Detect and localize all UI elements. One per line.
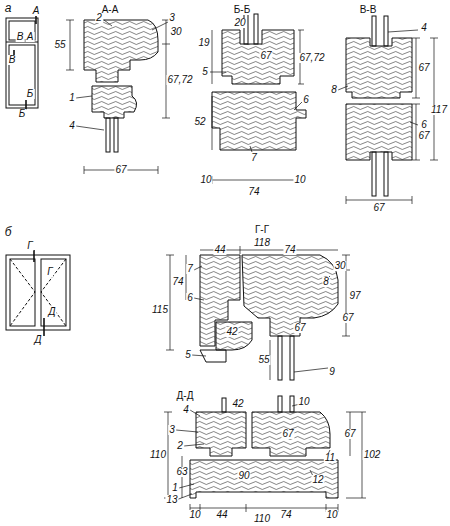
- callout-number: 7: [186, 264, 194, 274]
- dimension: 30: [333, 261, 346, 271]
- section-title: Г-Г: [254, 225, 270, 235]
- dimension: 52: [193, 117, 206, 127]
- dimension: 67: [417, 63, 430, 73]
- dimension: 74: [247, 187, 260, 197]
- callout-number: 3: [168, 425, 176, 435]
- dimension: 10: [297, 397, 310, 407]
- dimension: 74: [171, 277, 184, 287]
- dimension: 67: [114, 165, 127, 175]
- callout-number: 42: [225, 327, 238, 337]
- callout-number: 7: [250, 153, 258, 163]
- dimension: 10: [188, 510, 201, 520]
- dimension: 10: [199, 175, 212, 185]
- callout-number: 2: [95, 13, 103, 23]
- dimension: 19: [197, 38, 210, 48]
- callout-number: 9: [328, 367, 336, 377]
- callout-number: 1: [68, 93, 76, 103]
- dimension: 55: [53, 40, 66, 50]
- section-mark: Д: [47, 307, 56, 317]
- callout-number: 5: [201, 67, 209, 77]
- callout-number: 6: [186, 293, 194, 303]
- dimension: 67: [372, 203, 385, 213]
- callout-number: 3: [168, 13, 176, 23]
- callout-number: 90: [237, 471, 250, 481]
- callout-number: 4: [420, 23, 428, 33]
- dimension: 74: [283, 245, 296, 255]
- dimension: 20: [233, 18, 246, 28]
- dimension: 10: [293, 175, 306, 185]
- callout-number: 1: [171, 483, 179, 493]
- dimension: 44: [215, 510, 228, 520]
- callout-number: 6: [420, 120, 428, 130]
- callout-number: 5: [184, 350, 192, 360]
- callout-number: 13: [165, 495, 178, 505]
- dimension: 117: [430, 105, 448, 115]
- dimension: 67: [343, 429, 356, 439]
- callout-number: 4: [68, 121, 76, 131]
- dimension: 67,72: [298, 53, 325, 63]
- callout-number: 67: [259, 51, 272, 61]
- section-title: В-В: [359, 5, 378, 15]
- section-mark: В: [8, 55, 17, 65]
- dimension: 63: [175, 467, 188, 477]
- dimension: 55: [257, 355, 270, 365]
- callout-number: 6: [302, 95, 310, 105]
- section-mark: В: [16, 32, 25, 42]
- dimension: 67,72: [166, 75, 193, 85]
- section-mark: Б: [26, 89, 35, 99]
- dimension: 97: [348, 291, 361, 301]
- dimension: 10: [325, 510, 338, 520]
- callout-number: 8: [330, 85, 338, 95]
- section-mark: А: [26, 32, 35, 42]
- section-mark: А: [32, 6, 41, 16]
- section-title: А-А: [101, 5, 120, 15]
- dimension: 118: [253, 238, 271, 248]
- part-letter: б: [4, 226, 13, 238]
- section-mark: Д: [33, 335, 42, 345]
- section-mark: Г: [46, 267, 53, 277]
- section-title: Д-Д: [176, 391, 195, 401]
- dimension: 67: [417, 131, 430, 141]
- callout-number: 67: [281, 429, 294, 439]
- dimension: 110: [253, 514, 271, 524]
- callout-number: 11: [324, 453, 336, 463]
- dimension: 74: [279, 510, 292, 520]
- dimension: 115: [151, 305, 169, 315]
- callout-number: 4: [182, 405, 190, 415]
- dimension: 110: [149, 450, 167, 460]
- callout-number: 12: [311, 475, 324, 485]
- dimension: 102: [363, 450, 382, 460]
- callout-number: 42: [231, 399, 244, 409]
- section-mark: Г: [26, 241, 33, 251]
- callout-number: 67: [293, 323, 306, 333]
- callout-number: 2: [176, 441, 184, 451]
- dimension: 30: [169, 27, 182, 37]
- callout-number: 8: [322, 277, 330, 287]
- section-title: Б-Б: [233, 5, 251, 15]
- dimension: 44: [213, 245, 226, 255]
- part-letter: а: [4, 2, 13, 14]
- dimension: 67: [341, 313, 354, 323]
- section-mark: Б: [18, 109, 27, 119]
